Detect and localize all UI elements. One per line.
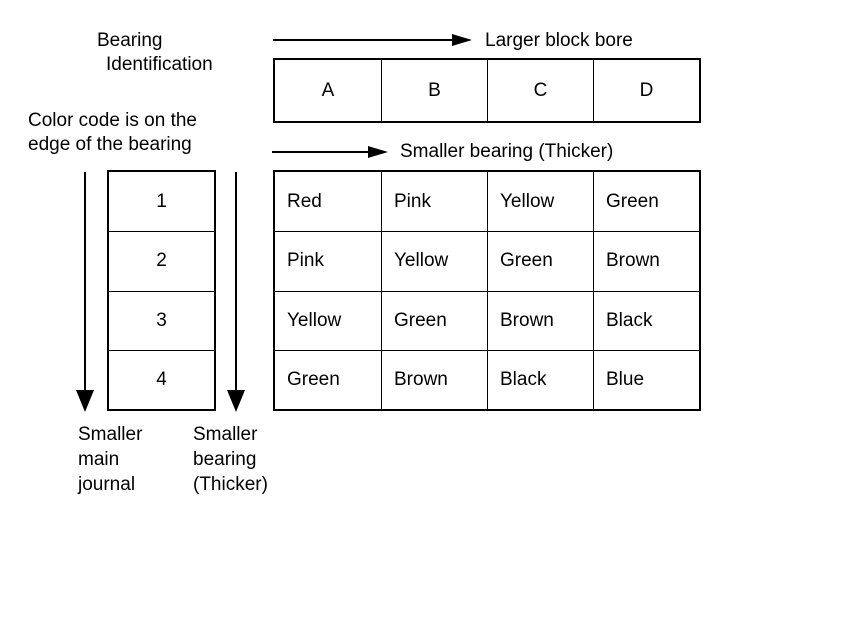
color-code-note-line-1: Color code is on the (28, 110, 197, 131)
table-cell-r2-c: Green (487, 231, 593, 291)
table-cell-r3-d: Black (593, 290, 699, 350)
table-cell-r3-b: Green (381, 290, 487, 350)
smaller-main-journal-line-3: journal (78, 474, 136, 495)
table-cell-r1-c: Yellow (487, 172, 593, 232)
smaller-bearing-arrow-line (272, 151, 368, 153)
row-header-4: 4 (109, 349, 214, 409)
smaller-main-journal-label: Smaller main journal (78, 422, 142, 497)
header-cell-c: C (487, 60, 593, 121)
journal-number-table: 1 2 3 4 (107, 170, 216, 411)
row-header-2: 2 (109, 231, 214, 290)
diagram-title-line-1: Bearing (97, 30, 163, 51)
down-arrow-icon (227, 390, 245, 412)
table-cell-r2-d: Brown (593, 231, 699, 291)
smaller-bearing-bottom-line-2: bearing (193, 449, 257, 470)
smaller-bearing-bottom-label: Smaller bearing (Thicker) (193, 422, 268, 497)
block-bore-header-table: A B C D (273, 58, 701, 123)
table-cell-r2-a: Pink (275, 231, 381, 290)
smaller-bearing-thicker-arrow-line (235, 172, 237, 390)
header-cell-a: A (321, 79, 335, 101)
bearing-color-code-table: Red Pink Yellow Green Pink Yellow Green … (273, 170, 701, 411)
table-cell-r1-a: Red (287, 190, 322, 212)
table-cell-r4-d: Blue (593, 349, 699, 409)
right-arrow-icon (452, 34, 472, 46)
table-cell-r2-b: Yellow (381, 231, 487, 291)
right-arrow-icon (368, 146, 388, 158)
table-cell-r4-a: Green (275, 349, 381, 409)
diagram-title-line-2: Identification (106, 54, 213, 75)
header-cell-d: D (593, 60, 699, 121)
smaller-bearing-bottom-line-1: Smaller (193, 424, 258, 445)
table-cell-r1-d: Green (593, 172, 699, 232)
row-header-3: 3 (109, 290, 214, 350)
diagram-title: Bearing Identification (97, 29, 213, 77)
smaller-bearing-top-label: Smaller bearing (Thicker) (400, 141, 614, 162)
color-code-note: Color code is on the edge of the bearing (28, 109, 197, 157)
color-code-note-line-2: edge of the bearing (28, 134, 192, 155)
smaller-main-journal-line-1: Smaller (78, 424, 143, 445)
larger-block-bore-arrow-line (273, 39, 453, 41)
larger-block-bore-label: Larger block bore (485, 30, 633, 51)
table-cell-r1-b: Pink (381, 172, 487, 232)
header-cell-b: B (381, 60, 487, 121)
table-cell-r3-c: Brown (487, 290, 593, 350)
row-header-1: 1 (156, 190, 167, 212)
smaller-main-journal-line-2: main (78, 449, 120, 470)
smaller-main-journal-arrow-line (84, 172, 86, 390)
table-cell-r4-b: Brown (381, 349, 487, 409)
down-arrow-icon (76, 390, 94, 412)
table-cell-r4-c: Black (487, 349, 593, 409)
smaller-bearing-bottom-line-3: (Thicker) (193, 474, 268, 495)
table-cell-r3-a: Yellow (275, 290, 381, 350)
